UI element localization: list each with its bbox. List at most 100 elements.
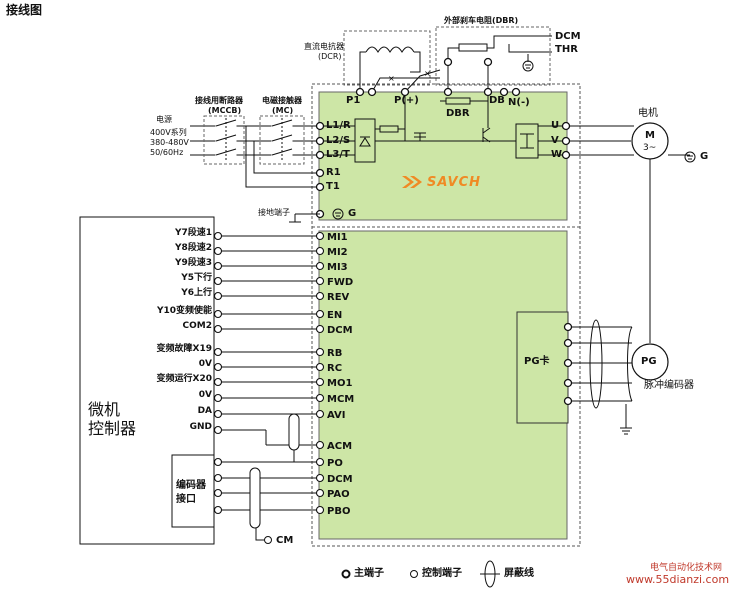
watermark-url: www.55dianzi.com — [626, 573, 730, 586]
pg-card-terminal-markers — [563, 322, 573, 406]
control-terminal-marker — [315, 347, 325, 357]
control-terminal-marker — [315, 393, 325, 403]
signal-label: 变频故障X19 — [156, 344, 212, 354]
control-terminal-marker — [315, 505, 325, 515]
signal-node — [213, 473, 223, 483]
control-terminal-marker — [315, 324, 325, 334]
legend-main-terminal: 主端子 — [354, 568, 384, 579]
terminal-g: G — [348, 208, 357, 219]
signal-node — [213, 347, 223, 357]
control-terminal-marker — [315, 362, 325, 372]
motor-ground-label: G — [700, 151, 709, 162]
control-terminal-label: MI2 — [327, 247, 348, 258]
signal-node — [213, 276, 223, 286]
dcr-label-1: 直流电抗器 — [304, 42, 344, 51]
controller-label-1: 微机 — [88, 400, 121, 419]
control-terminal-label: RB — [327, 348, 343, 359]
terminal-t1: T1 — [326, 181, 340, 192]
control-terminal-marker — [315, 309, 325, 319]
signal-node — [213, 377, 223, 387]
power-spec-3: 50/60Hz — [150, 148, 184, 157]
motor-symbol: M — [645, 130, 655, 141]
control-terminal-label: DCM — [327, 474, 353, 485]
legend-control-terminal: 控制端子 — [422, 568, 462, 579]
control-terminal-label: MI1 — [327, 232, 348, 243]
signal-label: Y5下行 — [181, 273, 212, 283]
signal-node — [213, 409, 223, 419]
power-spec-2: 380-480V — [150, 138, 189, 147]
control-terminal-label: RC — [327, 363, 343, 374]
control-terminal-marker — [315, 261, 325, 271]
mccb-label-2: (MCCB) — [208, 106, 242, 115]
signal-node — [213, 246, 223, 256]
dbr-ext-resistor — [458, 43, 488, 52]
power-label: 电源 — [156, 115, 172, 124]
brand-logo: SAVCH — [427, 175, 482, 190]
pg-circle — [631, 343, 669, 381]
encoder-interface-label-2: 接口 — [176, 494, 196, 505]
pg-card-label: PG卡 — [524, 356, 550, 367]
terminal-l3t: L3/T — [326, 149, 350, 160]
signal-node — [213, 425, 223, 435]
signal-label: Y8段速2 — [174, 243, 212, 253]
terminal-l2s: L2/S — [326, 135, 351, 146]
terminal-r1: R1 — [326, 167, 341, 178]
svg-text:×: × — [424, 69, 431, 78]
signal-node — [213, 505, 223, 515]
control-terminal-label: PAO — [327, 489, 350, 500]
dcr-box — [343, 30, 431, 86]
control-terminal-marker — [315, 246, 325, 256]
signal-node — [213, 291, 223, 301]
control-terminal-marker — [315, 291, 325, 301]
signal-label: 0V — [198, 359, 212, 369]
control-terminal-label: PBO — [327, 506, 351, 517]
control-terminal-marker — [315, 473, 325, 483]
motor-phase: 3~ — [643, 143, 657, 153]
control-terminal-marker — [315, 377, 325, 387]
terminal-w: W — [551, 149, 563, 160]
signal-label: DA — [197, 406, 212, 416]
control-terminal-label: MI3 — [327, 262, 348, 273]
input-terminal-markers — [315, 121, 325, 219]
mc-label-1: 电磁接触器 — [262, 96, 302, 105]
control-terminal-marker — [315, 457, 325, 467]
encoder-interface-box — [171, 454, 215, 528]
signal-label: Y7段速1 — [174, 228, 212, 238]
signal-label: COM2 — [182, 321, 212, 331]
thr-label: THR — [555, 44, 578, 55]
signal-node — [213, 362, 223, 372]
signal-label: Y10变频使能 — [156, 306, 212, 316]
dbr-ext-label: 外部刹车电阻(DBR) — [444, 16, 519, 25]
encoder-interface-label-1: 编码器 — [176, 480, 206, 491]
power-spec-1: 400V系列 — [150, 128, 187, 137]
control-terminal-marker — [315, 231, 325, 241]
control-terminal-label: MCM — [327, 394, 355, 405]
terminal-p-plus: P(+) — [394, 95, 419, 106]
top-terminal-markers — [355, 57, 521, 97]
signal-node — [213, 261, 223, 271]
signal-label: 0V — [198, 390, 212, 400]
terminal-l1r: L1/R — [326, 120, 351, 131]
terminal-p1: P1 — [346, 95, 361, 106]
reactor-coil — [365, 46, 415, 53]
control-terminal-marker — [315, 488, 325, 498]
pg-card-box — [516, 311, 569, 424]
watermark-cn: 电气自动化技术网 — [650, 563, 723, 573]
control-terminal-marker — [315, 409, 325, 419]
signal-label: 变频运行X20 — [156, 374, 212, 384]
mccb-label-1: 接线用断路器 — [195, 96, 243, 105]
dcr-label-2: (DCR) — [318, 52, 342, 61]
mccb-box — [203, 115, 245, 165]
signal-node — [213, 324, 223, 334]
motor-label: 电机 — [638, 108, 658, 119]
control-terminal-marker — [315, 276, 325, 286]
control-terminal-label: PO — [327, 458, 343, 469]
control-terminal-label: FWD — [327, 277, 354, 288]
signal-label: Y6上行 — [181, 288, 212, 298]
control-terminal-label: REV — [327, 292, 350, 303]
signal-node — [213, 393, 223, 403]
diagram-title: 接线图 — [6, 3, 43, 17]
signal-label: Y9段速3 — [174, 258, 212, 268]
control-terminal-marker — [315, 440, 325, 450]
